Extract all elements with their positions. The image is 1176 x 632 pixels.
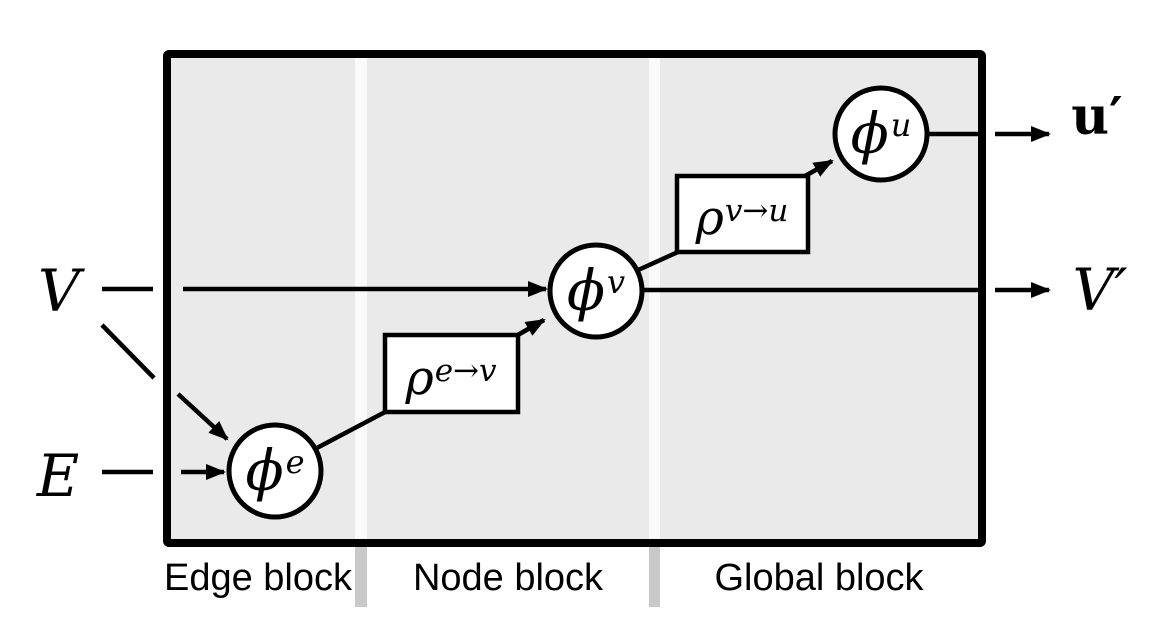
edge-function-label: ϕe [245,444,304,500]
phi-v-base: ϕ [566,259,606,324]
phi-e-base: ϕ [245,439,284,504]
phi-u-sup: u [890,106,912,144]
agg-to-global-arrow [803,159,834,178]
output-label-v-prime: V′ [1072,256,1128,324]
node-function-circle [547,242,645,340]
node-block-label: Node block [412,557,604,599]
edge-to-agg-line [313,409,389,451]
rho-ev-sup: e→v [434,353,497,389]
node-aggregation-box [674,173,811,255]
node-aggregation-label: ρv→u [696,194,789,242]
global-block-label: Global block [714,557,924,599]
edge-aggregation-box [382,332,521,415]
node-function-label: ϕv [567,264,625,320]
input-label-v: V [38,257,80,325]
rho-vu-base: ρ [695,190,724,246]
v-diagonal-arrow [176,392,229,441]
agg-to-node-arrow [514,318,546,338]
node-to-agg-line [635,249,679,274]
label-divider-left [355,547,367,607]
edge-aggregation-label: ρe→v [405,354,496,402]
phi-u-base: ϕ [850,102,889,167]
divider-edge-node [355,58,367,539]
v-diagonal-outer [100,323,156,380]
connectors [100,126,1051,480]
label-divider-right [649,547,660,607]
rho-vu-sup: v→u [724,193,789,229]
rho-ev-base: ρ [405,350,434,406]
output-label-u-prime: u′ [1071,86,1123,147]
global-function-circle [832,85,930,183]
phi-e-sup: e [285,443,305,481]
edge-function-circle [226,422,324,520]
edge-block-label: Edge block [163,557,353,599]
divider-node-global [649,58,660,539]
global-function-label: ϕu [851,107,912,163]
phi-v-sup: v [607,263,626,301]
input-label-e: E [36,442,80,510]
